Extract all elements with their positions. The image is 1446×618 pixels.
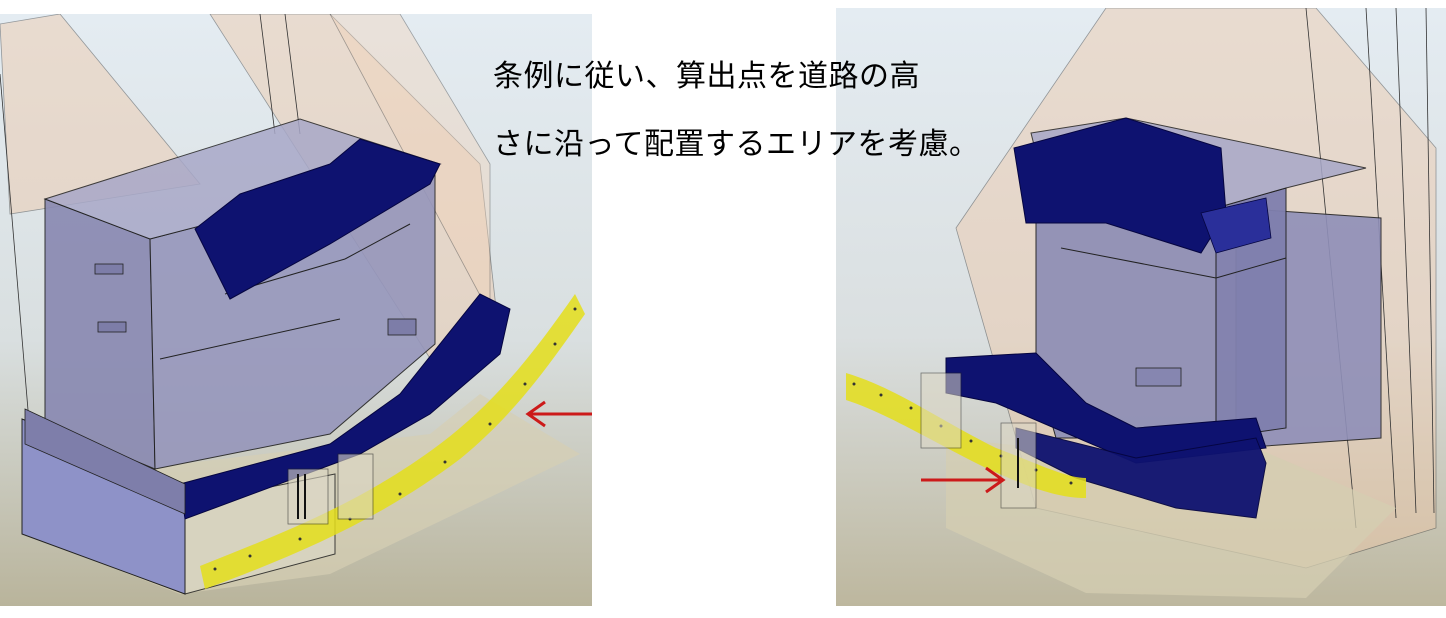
caption-line-1: 条例に従い、算出点を道路の高 <box>493 59 920 94</box>
right-model-drawing <box>836 8 1446 606</box>
stair-box <box>287 468 329 525</box>
stair-box <box>337 453 374 520</box>
facade-box <box>387 318 417 336</box>
roof-band <box>194 138 441 300</box>
building-edge <box>1215 257 1287 279</box>
left-arrow-icon <box>525 400 592 428</box>
left-model-drawing <box>0 14 592 606</box>
facade-box <box>94 263 124 275</box>
caption-text: 条例に従い、算出点を道路の高 さに沿って配置するエリアを考慮。 <box>493 26 1013 196</box>
caption-line-2: さに沿って配置するエリアを考慮。 <box>493 127 980 162</box>
podium-band <box>945 352 1267 464</box>
envelope-edge <box>259 14 276 135</box>
right-arrow-icon <box>921 466 1006 494</box>
left-3d-view <box>0 14 592 606</box>
facade-box <box>97 321 127 333</box>
podium-edge-band <box>24 408 186 515</box>
envelope-edge <box>1425 8 1435 514</box>
road-ramp <box>179 293 511 520</box>
building-edge <box>1060 247 1217 279</box>
facade-box <box>1135 367 1182 387</box>
envelope-edge <box>0 73 31 435</box>
envelope-edge <box>1395 8 1417 514</box>
envelope-edge <box>284 14 301 135</box>
building-edge <box>344 223 411 260</box>
right-3d-view <box>836 8 1446 606</box>
building-edge <box>159 318 341 360</box>
roof-band-side <box>1200 197 1272 254</box>
stair-box <box>920 372 962 449</box>
road-highlight-strip <box>200 294 585 589</box>
